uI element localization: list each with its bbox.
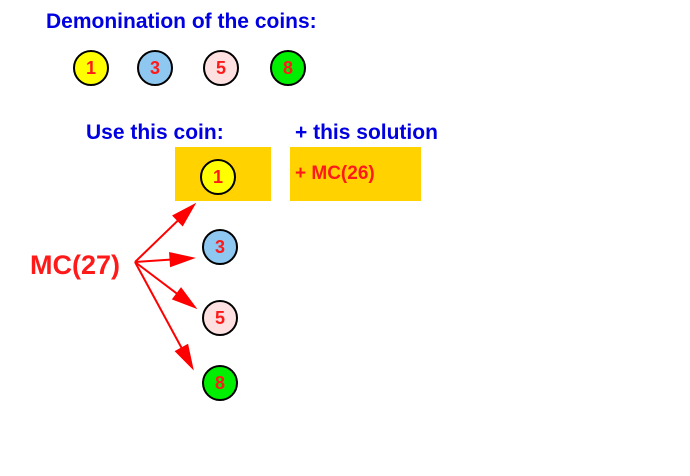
coin-label: 1 bbox=[212, 166, 223, 187]
coin-label: 5 bbox=[215, 57, 226, 78]
solution-heading: + this solution bbox=[295, 121, 438, 144]
arrow-to-coin-5-shaft bbox=[134, 261, 178, 295]
coin-label: 5 bbox=[214, 307, 225, 328]
subproblem-node: + MC(26) bbox=[295, 163, 375, 184]
arrow-to-coin-3-head bbox=[169, 252, 196, 268]
choice-coin-5: 5 bbox=[202, 300, 238, 336]
denomination-coin-1: 1 bbox=[73, 50, 109, 86]
denomination-coin-8: 8 bbox=[270, 50, 306, 86]
coin-label: 1 bbox=[85, 57, 96, 78]
main-problem-node: MC(27) bbox=[30, 250, 121, 280]
arrow-to-coin-1-head bbox=[172, 202, 197, 227]
arrow-to-coin-1-shaft bbox=[134, 219, 179, 263]
use-coin-heading: Use this coin: bbox=[86, 121, 224, 144]
arrow-to-coin-8-shaft bbox=[134, 261, 183, 349]
choice-coin-3: 3 bbox=[202, 229, 238, 265]
coin-label: 8 bbox=[282, 57, 293, 78]
coin-label: 8 bbox=[214, 372, 225, 393]
subproblem-highlight bbox=[290, 147, 421, 201]
choice-coin-1: 1 bbox=[200, 159, 236, 195]
coin-label: 3 bbox=[149, 57, 160, 78]
denomination-coin-5: 5 bbox=[203, 50, 239, 86]
choice-coin-8: 8 bbox=[202, 365, 238, 401]
arrow-to-coin-5-head bbox=[171, 287, 198, 310]
denomination-coin-3: 3 bbox=[137, 50, 173, 86]
denominations-title: Demonination of the coins: bbox=[46, 10, 317, 33]
arrow-to-coin-3-shaft bbox=[134, 258, 171, 263]
coin-label: 3 bbox=[214, 236, 225, 257]
arrow-to-coin-8-head bbox=[174, 343, 194, 371]
